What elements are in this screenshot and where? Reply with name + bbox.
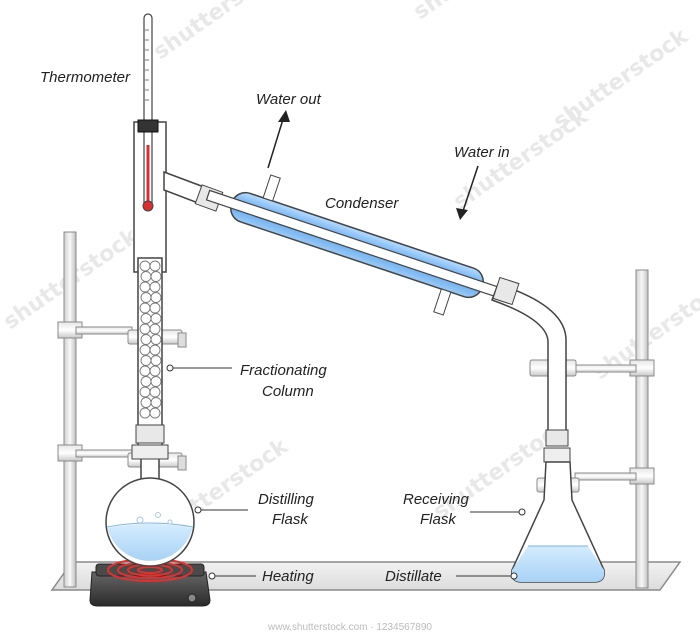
packing-bead bbox=[140, 397, 152, 408]
thermometer-label: Thermometer bbox=[40, 69, 131, 86]
distilling-label-1: Distilling bbox=[258, 491, 315, 508]
packing-bead bbox=[140, 334, 152, 345]
fractionating-label-1: Fractionating bbox=[240, 362, 327, 379]
water-out-arrow bbox=[267, 110, 290, 169]
fractionating-label-2: Column bbox=[262, 383, 314, 400]
packing-bead bbox=[149, 386, 161, 398]
packing-bead bbox=[139, 365, 151, 377]
packing-bead bbox=[139, 260, 151, 272]
packing-bead bbox=[140, 271, 152, 282]
packing-bead bbox=[149, 260, 161, 272]
column-packing-beads bbox=[139, 260, 162, 419]
packing-bead bbox=[149, 344, 161, 356]
packing-bead bbox=[150, 271, 162, 282]
packing-bead bbox=[139, 323, 151, 335]
packing-bead bbox=[149, 281, 161, 293]
packing-bead bbox=[140, 292, 152, 303]
receiving-label-2: Flask bbox=[420, 511, 457, 528]
packing-bead bbox=[150, 376, 162, 387]
packing-bead bbox=[139, 281, 151, 293]
packing-bead bbox=[139, 386, 151, 398]
svg-text:shutterstock: shutterstock bbox=[149, 0, 294, 65]
packing-bead bbox=[149, 365, 161, 377]
packing-bead bbox=[150, 292, 162, 303]
adapter-bend bbox=[491, 276, 571, 463]
watermark-footer: www.shutterstock.com · 1234567890 bbox=[267, 622, 432, 633]
packing-bead bbox=[140, 313, 152, 324]
packing-bead bbox=[139, 302, 151, 314]
condenser bbox=[205, 174, 514, 316]
packing-bead bbox=[140, 376, 152, 387]
packing-bead bbox=[150, 397, 162, 408]
packing-bead bbox=[150, 355, 162, 366]
fractionating-column bbox=[131, 121, 169, 460]
packing-bead bbox=[149, 302, 161, 314]
packing-bead bbox=[149, 407, 161, 419]
packing-bead bbox=[140, 355, 152, 366]
water-in-arrow bbox=[456, 165, 479, 220]
heating-label: Heating bbox=[262, 568, 314, 585]
packing-bead bbox=[139, 407, 151, 419]
packing-bead bbox=[139, 344, 151, 356]
packing-bead bbox=[149, 323, 161, 335]
receiving-label-1: Receiving bbox=[403, 491, 470, 508]
water-in-label: Water in bbox=[454, 144, 510, 161]
condenser-label: Condenser bbox=[325, 195, 399, 212]
water-out-label: Water out bbox=[256, 91, 322, 108]
distilling-flask bbox=[105, 439, 195, 567]
packing-bead bbox=[150, 334, 162, 345]
distilling-label-2: Flask bbox=[272, 511, 309, 528]
packing-bead bbox=[150, 313, 162, 324]
thermometer bbox=[137, 13, 159, 212]
distillate-label: Distillate bbox=[385, 568, 442, 585]
svg-text:shutterstock: shutterstock bbox=[409, 0, 554, 25]
